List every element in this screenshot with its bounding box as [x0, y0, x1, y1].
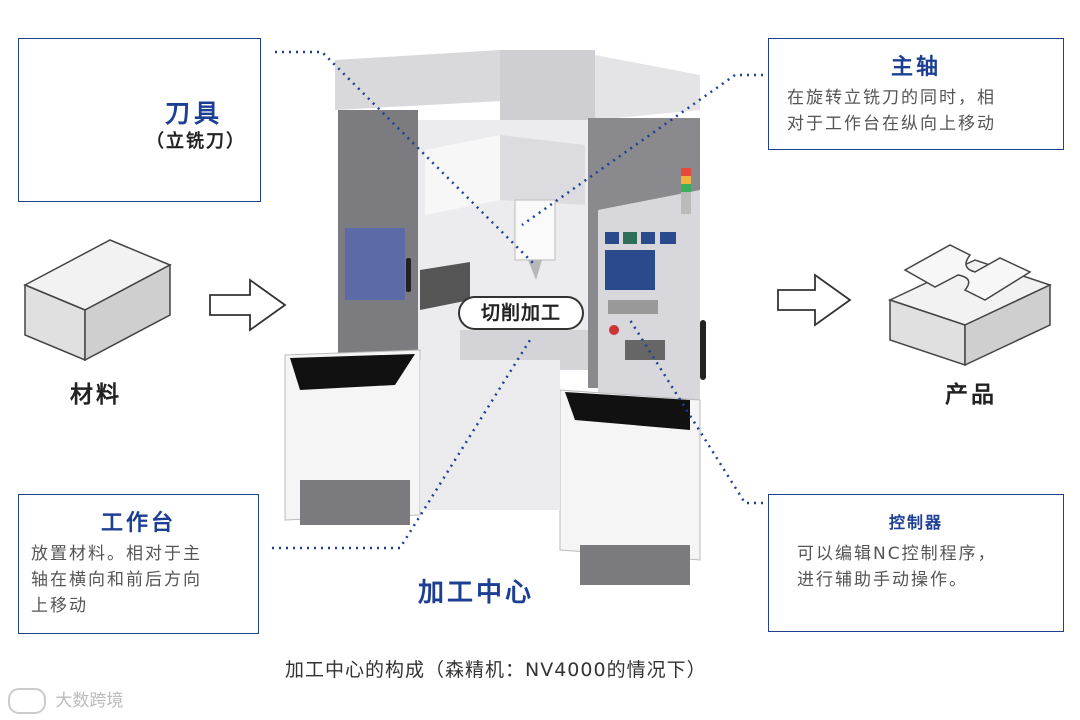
leader-spindle	[521, 73, 770, 227]
table-desc-line-1: 放置材料。相对于主	[31, 544, 202, 564]
right-handle	[700, 320, 706, 380]
spindle-desc-line-2: 对于工作台在纵向上移动	[787, 114, 996, 134]
table-callout-box: 工作台 放置材料。相对于主 轴在横向和前后方向 上移动	[18, 494, 259, 634]
panel-key	[641, 232, 655, 244]
product-label: 产品	[945, 382, 997, 408]
watermark-logo-icon	[8, 688, 46, 714]
spindle-head	[514, 199, 556, 261]
signal-light-green	[681, 184, 691, 192]
leader-lines	[272, 50, 770, 550]
control-screen	[605, 250, 655, 290]
material-label: 材料	[70, 382, 122, 408]
watermark: 大数跨境	[8, 686, 123, 714]
arrow-right-icon	[209, 278, 287, 332]
figure-caption: 加工中心的构成（森精机：NV4000的情况下）	[285, 659, 707, 681]
controller-desc-line-1: 可以编辑NC控制程序，	[797, 544, 997, 564]
right-chip-tray	[565, 392, 690, 430]
interior-panel-left	[425, 135, 500, 215]
cutting-label: 切削加工	[458, 296, 584, 330]
table-desc-line-2: 轴在横向和前后方向	[31, 570, 202, 590]
table-desc-line-3: 上移动	[31, 596, 88, 616]
panel-keypad	[608, 300, 658, 314]
tool-callout-box: 刀具 （立铣刀）	[18, 38, 261, 202]
machine-top-back	[335, 50, 520, 110]
tool-title: 刀具	[164, 99, 223, 128]
signal-light-amber	[681, 176, 691, 184]
tool-subtitle: （立铣刀）	[146, 131, 246, 152]
left-chip-tray	[290, 354, 415, 390]
material-block-icon	[23, 239, 172, 362]
panel-key	[623, 232, 637, 244]
controller-title: 控制器	[888, 513, 943, 532]
panel-key	[605, 232, 619, 244]
machine-label: 加工中心	[418, 578, 535, 608]
emergency-stop-button	[609, 325, 619, 335]
interior-shadow	[420, 262, 470, 310]
machine-top-right	[595, 55, 700, 120]
end-mill-in-spindle	[528, 260, 542, 280]
panel-controls	[625, 340, 665, 360]
panel-key	[660, 232, 676, 244]
watermark-text: 大数跨境	[55, 691, 124, 711]
machine-top-head	[500, 50, 595, 130]
controller-callout-box: 控制器 可以编辑NC控制程序， 进行辅助手动操作。	[768, 494, 1064, 632]
product-block-icon	[887, 244, 1053, 367]
controller-desc-line-2: 进行辅助手动操作。	[797, 570, 968, 590]
spindle-callout-box: 主轴 在旋转立铣刀的同时，相 对于工作台在纵向上移动	[768, 38, 1064, 150]
leader-tool	[275, 50, 536, 266]
signal-tower-icon	[681, 168, 691, 176]
signal-pole	[681, 192, 691, 214]
left-base-foot	[300, 480, 410, 525]
spindle-desc-line-1: 在旋转立铣刀的同时，相	[787, 88, 996, 108]
machine-front-lower	[420, 360, 560, 510]
left-window	[345, 228, 405, 300]
leader-controller	[628, 319, 770, 505]
table-title: 工作台	[100, 511, 176, 536]
spindle-title: 主轴	[890, 55, 941, 80]
right-base-foot	[580, 545, 690, 585]
leader-table	[272, 339, 532, 550]
interior-panel-right	[500, 135, 585, 205]
left-handle	[406, 258, 411, 292]
arrow-right-icon	[777, 273, 852, 327]
left-base	[284, 349, 421, 521]
